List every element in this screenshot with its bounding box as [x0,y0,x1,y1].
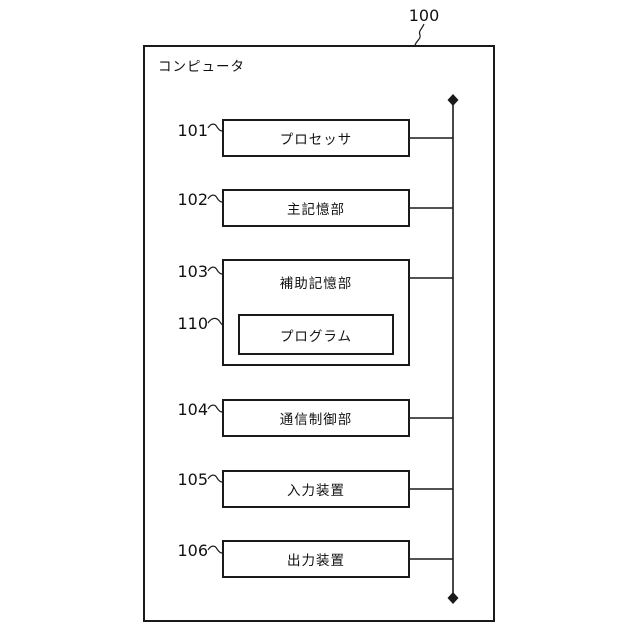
bus-top-diamond [447,94,459,106]
leader-105 [207,474,223,483]
ref-label-computer: 100 [408,6,440,25]
computer-enclosure-box [143,45,495,622]
ref-label-comm-control: 104 [177,400,208,419]
block-main-memory: 主記憶部 [222,189,410,227]
ref-label-input-device: 105 [177,470,208,489]
block-comm-control: 通信制御部 [222,399,410,437]
bus-bottom-diamond [447,592,459,604]
leader-106 [207,545,223,554]
ref-label-processor: 101 [177,121,208,140]
block-processor: プロセッサ [222,119,410,157]
leader-102 [207,194,223,203]
block-input-device: 入力装置 [222,470,410,508]
leader-100 [414,23,425,46]
ref-label-output-device: 106 [177,541,208,560]
ref-label-aux-storage: 103 [177,262,208,281]
leader-104 [207,404,223,413]
block-output-device: 出力装置 [222,540,410,578]
ref-label-main-memory: 102 [177,190,208,209]
ref-label-program: 110 [177,314,208,333]
computer-enclosure-title: コンピュータ [158,59,245,75]
leader-101 [207,123,223,132]
leader-103 [207,266,223,275]
block-program: プログラム [238,314,394,355]
